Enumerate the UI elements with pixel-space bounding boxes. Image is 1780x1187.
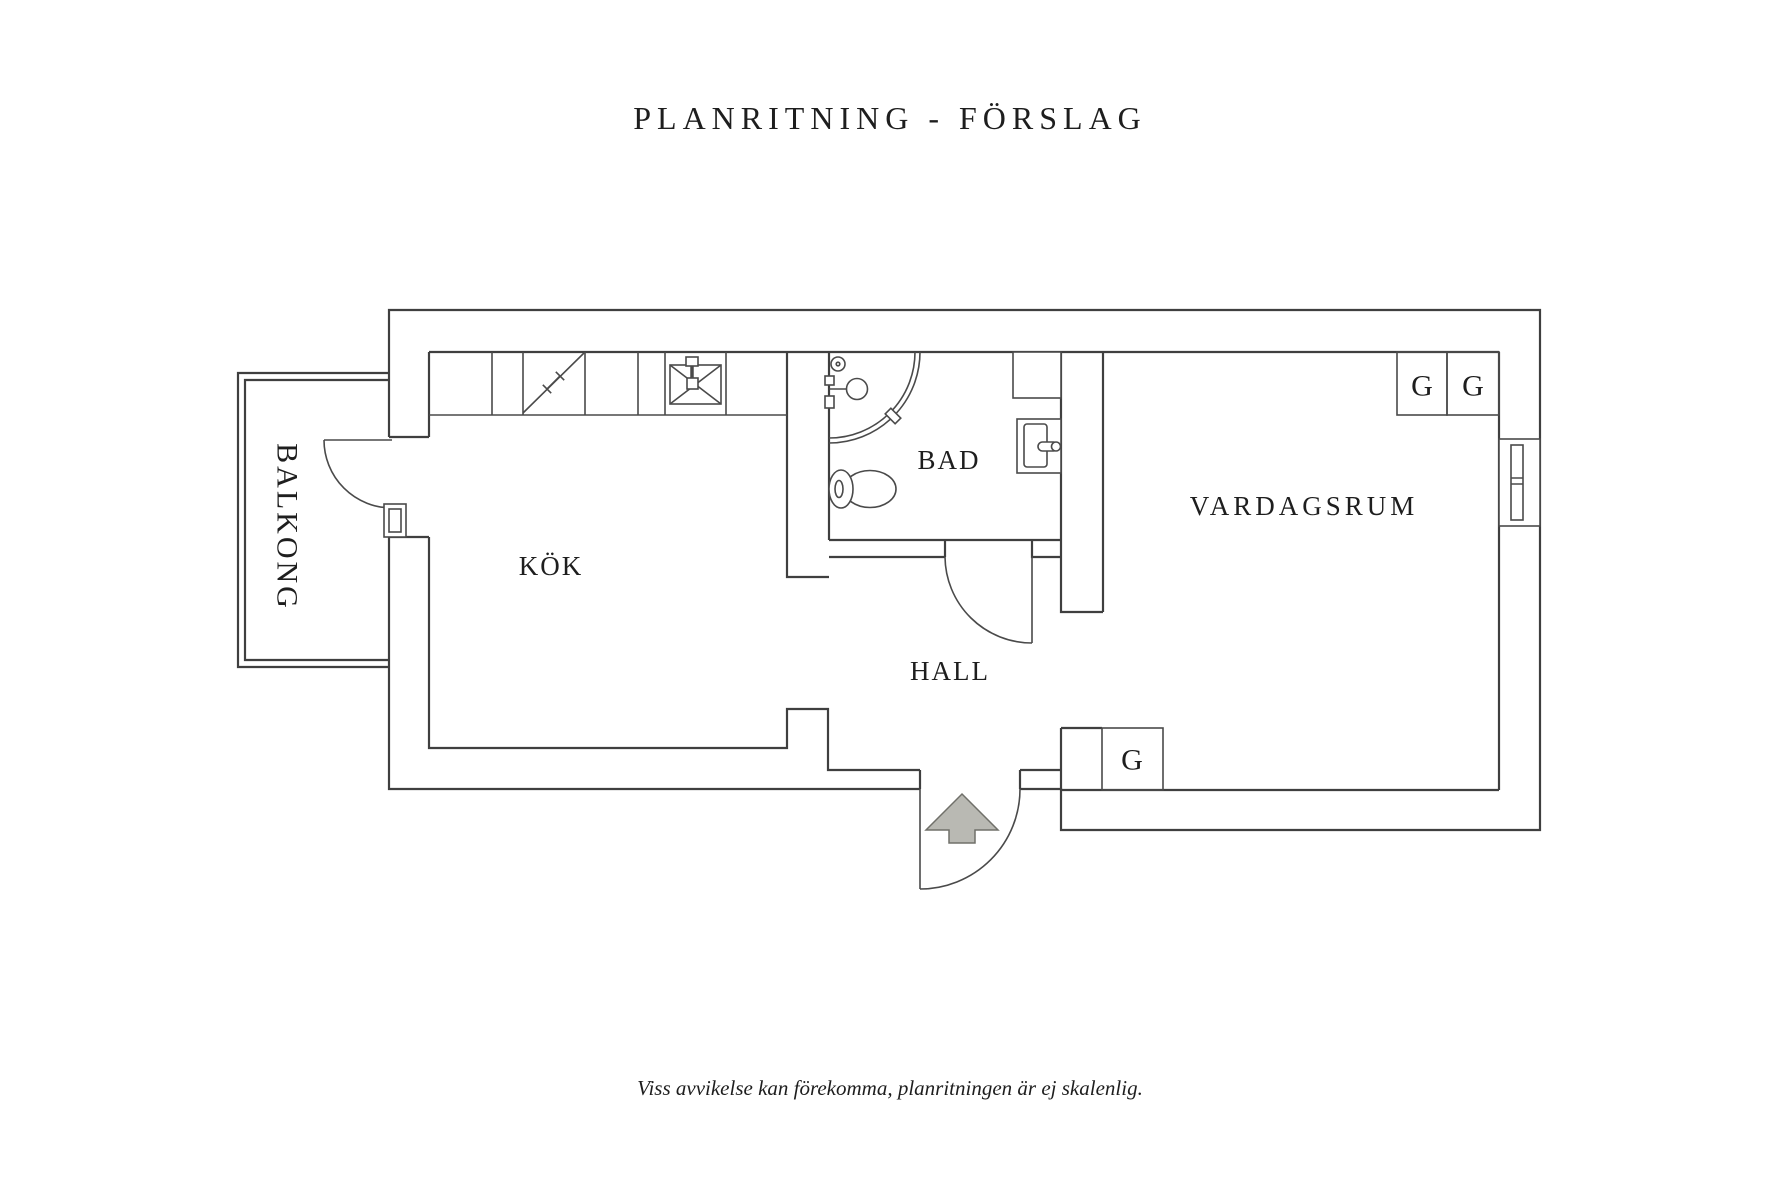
- disclaimer-text: Viss avvikelse kan förekomma, planritnin…: [637, 1076, 1143, 1100]
- wardrobe-box-3: [1101, 727, 1164, 791]
- balcony-door-arc: [323, 439, 393, 509]
- wall-bathroom-bottom: [829, 538, 1061, 559]
- windows: [383, 438, 1541, 538]
- wall-bathroom-living: [1059, 352, 1105, 614]
- wardrobe-label-1: G: [1411, 370, 1433, 403]
- living-room-window-crossbar: [1511, 477, 1523, 485]
- walls: [387, 308, 1542, 832]
- entrance-arrow-icon: [924, 792, 1000, 844]
- balcony-railing-inner: [243, 378, 389, 662]
- wardrobe-label-2: G: [1462, 370, 1484, 403]
- kitchen-sink-symbol: [669, 356, 722, 405]
- doors: [323, 439, 1033, 890]
- kitchen-counter: [429, 352, 787, 416]
- wardrobe-box-2: [1446, 351, 1500, 416]
- room-label-kitchen: KÖK: [519, 551, 584, 581]
- entrance-jambs: [918, 768, 1061, 789]
- room-label-balcony: BALKONG: [271, 443, 304, 611]
- toilet-symbol: [828, 469, 897, 509]
- entrance-door-arc: [919, 788, 1021, 890]
- outer-wall-bottom-left: [387, 537, 920, 791]
- kitchen-balcony-window-inner: [388, 508, 402, 533]
- page-title: PLANRITNING - FÖRSLAG: [633, 100, 1147, 136]
- counter-dividers: [491, 352, 727, 415]
- room-label-living-room: VARDAGSRUM: [1190, 491, 1419, 521]
- inner-wall-bottom-kitchen-hall: [427, 537, 920, 772]
- stove-symbol: [522, 352, 585, 414]
- room-labels: BALKONG KÖK BAD HALL VARDAGSRUM: [271, 443, 1419, 686]
- room-label-bathroom: BAD: [917, 445, 980, 475]
- living-room-window-mullion: [1510, 444, 1524, 521]
- balcony: [236, 371, 389, 669]
- bathroom-fixtures: [824, 351, 1062, 509]
- shower-symbol: [824, 351, 921, 444]
- wardrobes: G G G: [1101, 351, 1500, 791]
- wall-kitchen-bathroom: [785, 352, 831, 579]
- room-label-hall: HALL: [910, 656, 990, 686]
- bathroom-door-arc: [944, 556, 1033, 644]
- wardrobe-label-3: G: [1121, 744, 1143, 777]
- washbasin-symbol: [1016, 418, 1062, 474]
- balcony-railing-outer: [236, 371, 389, 669]
- shaft-box: [1012, 351, 1062, 399]
